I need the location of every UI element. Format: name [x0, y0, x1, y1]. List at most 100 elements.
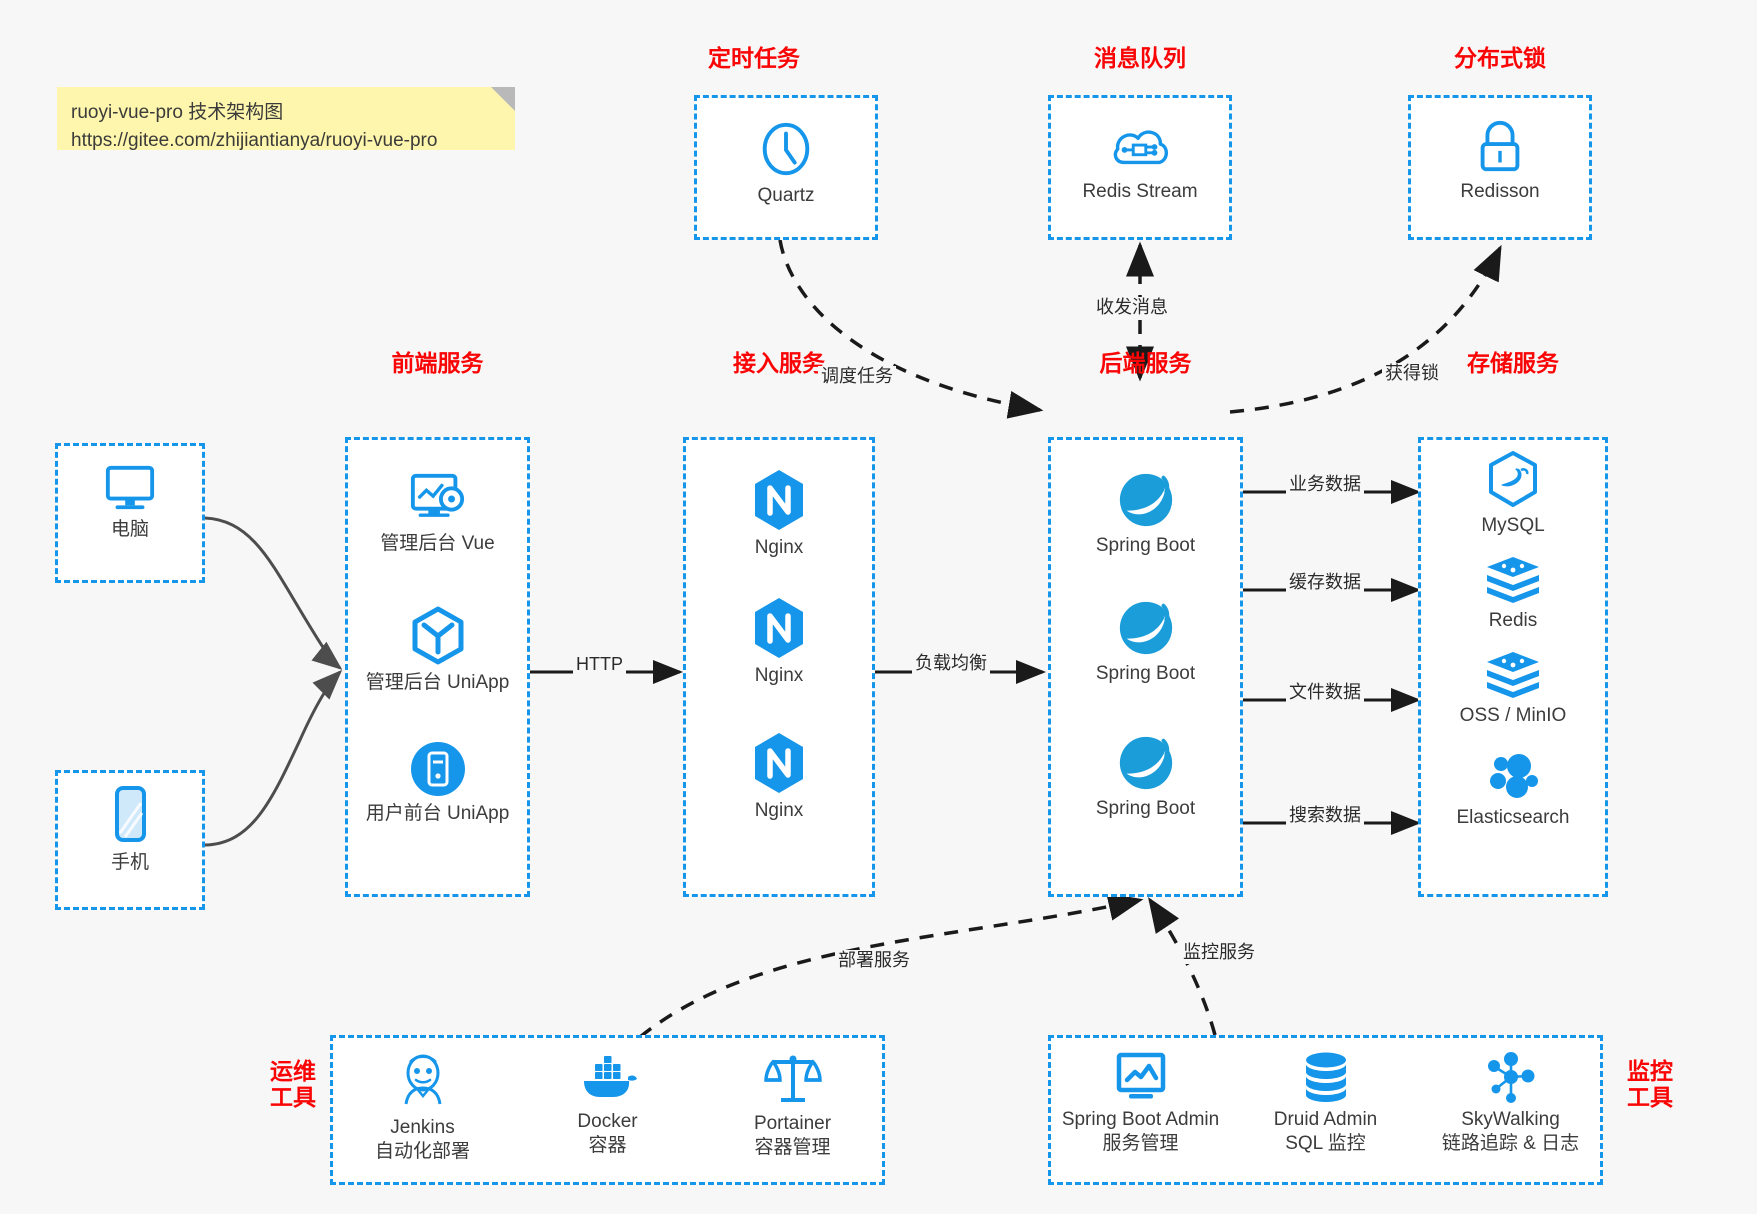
spring-boot-icon	[1119, 601, 1172, 655]
node-label-nginx-2: Nginx	[754, 665, 804, 686]
node-sublabel-spring-boot-admin: 服务管理	[1102, 1133, 1179, 1155]
node-label-oss-minio: OSS / MinIO	[1459, 705, 1567, 726]
node-user-uniapp: 用户前台 UniApp	[345, 740, 530, 826]
node-label-jenkins: Jenkins	[390, 1117, 455, 1138]
group-title-devops: 运维 工具	[258, 1058, 328, 1111]
node-mysql: MySQL	[1418, 450, 1608, 538]
node-admin-uniapp: 管理后台 UniApp	[345, 605, 530, 695]
node-sublabel-portainer: 容器管理	[754, 1137, 831, 1159]
node-label-spring-boot-1: Spring Boot	[1095, 535, 1196, 556]
node-spring-boot-admin: Spring Boot Admin 服务管理	[1048, 1050, 1233, 1157]
sticky-note: ruoyi-vue-pro 技术架构图 https://gitee.com/zh…	[57, 87, 515, 151]
group-title-lock: 分布式锁	[1454, 45, 1546, 71]
group-box-mq	[1048, 95, 1232, 240]
node-label-nginx-3: Nginx	[754, 800, 804, 821]
node-oss-minio: OSS / MinIO	[1418, 650, 1608, 728]
edge-label-business-data: 业务数据	[1286, 474, 1364, 496]
edge-label-send-receive-message: 收发消息	[1093, 297, 1171, 319]
node-sublabel-skywalking: 链路追踪 & 日志	[1441, 1133, 1580, 1155]
scales-balance-icon	[763, 1055, 822, 1102]
node-nginx-1: Nginx	[683, 468, 875, 560]
monitoring-title-line2: 工具	[1627, 1084, 1673, 1111]
node-label-nginx-1: Nginx	[754, 537, 804, 558]
node-jenkins: Jenkins 自动化部署	[330, 1050, 515, 1165]
edge-label-cache-data: 缓存数据	[1286, 572, 1364, 594]
group-title-scheduler: 定时任务	[708, 45, 800, 71]
node-spring-boot-3: Spring Boot	[1048, 731, 1243, 821]
node-label-quartz: Quartz	[757, 185, 815, 206]
node-sublabel-jenkins: 自动化部署	[374, 1141, 470, 1163]
group-title-monitoring: 监控 工具	[1615, 1058, 1685, 1111]
devops-title-line2: 工具	[270, 1084, 316, 1111]
node-label-docker: Docker	[577, 1111, 638, 1132]
smartphone-icon	[115, 786, 146, 842]
hexagon-cube-icon	[412, 606, 463, 665]
database-cylinder-icon	[1305, 1052, 1346, 1102]
redis-stack-icon	[1487, 652, 1539, 698]
clock-icon	[762, 122, 810, 176]
monitoring-title-line1: 监控	[1627, 1058, 1673, 1084]
monitor-chart-icon	[1116, 1052, 1165, 1099]
node-druid-admin: Druid Admin SQL 监控	[1233, 1050, 1418, 1157]
edge-label-http: HTTP	[573, 654, 626, 676]
node-label-redisson: Redisson	[1460, 181, 1540, 202]
node-computer: 电脑	[55, 462, 205, 542]
node-skywalking: SkyWalking 链路追踪 & 日志	[1418, 1050, 1603, 1157]
node-label-computer: 电脑	[110, 519, 149, 540]
node-redisson: Redisson	[1408, 118, 1592, 204]
note-url: https://gitee.com/zhijiantianya/ruoyi-vu…	[71, 129, 438, 151]
skywalking-node-icon	[1487, 1052, 1534, 1103]
cloud-network-icon	[1113, 130, 1169, 165]
mysql-dolphin-icon	[1489, 451, 1537, 507]
node-admin-vue: 管理后台 Vue	[345, 470, 530, 556]
edge-label-schedule-task: 调度任务	[818, 366, 896, 388]
node-nginx-2: Nginx	[683, 596, 875, 688]
node-nginx-3: Nginx	[683, 731, 875, 823]
spring-boot-icon	[1119, 736, 1172, 790]
node-redis: Redis	[1418, 555, 1608, 633]
padlock-icon	[1480, 120, 1520, 172]
node-elasticsearch: Elasticsearch	[1418, 750, 1608, 830]
spring-boot-icon	[1119, 473, 1172, 527]
edge-label-file-data: 文件数据	[1286, 682, 1364, 704]
group-title-gateway: 接入服务	[733, 350, 825, 376]
node-label-redis: Redis	[1488, 610, 1538, 631]
node-label-phone: 手机	[110, 852, 149, 873]
edge-label-monitor-service: 监控服务	[1180, 942, 1258, 964]
node-label-admin-vue: 管理后台 Vue	[380, 533, 495, 554]
node-phone: 手机	[55, 785, 205, 875]
node-label-portainer: Portainer	[753, 1113, 832, 1134]
node-label-spring-boot-2: Spring Boot	[1095, 663, 1196, 684]
note-fold-corner	[491, 87, 515, 111]
group-title-frontend: 前端服务	[391, 350, 484, 376]
node-redis-stream: Redis Stream	[1048, 118, 1232, 204]
redis-stack-icon	[1487, 557, 1539, 603]
node-label-spring-boot-admin: Spring Boot Admin	[1061, 1109, 1220, 1130]
edge-label-acquire-lock: 获得锁	[1382, 363, 1442, 385]
node-sublabel-docker: 容器	[588, 1135, 627, 1157]
group-box-scheduler	[694, 95, 878, 240]
node-sublabel-druid-admin: SQL 监控	[1285, 1133, 1366, 1155]
group-title-backend: 后端服务	[1099, 350, 1192, 376]
jenkins-butler-icon	[404, 1054, 441, 1105]
node-label-skywalking: SkyWalking	[1461, 1109, 1560, 1130]
mobile-circle-icon	[410, 742, 465, 796]
node-label-redis-stream: Redis Stream	[1082, 181, 1198, 202]
elasticsearch-icon	[1490, 754, 1538, 798]
desktop-monitor-icon	[105, 465, 155, 510]
edge-label-deploy-service: 部署服务	[835, 950, 913, 972]
dashboard-gear-icon	[410, 473, 464, 517]
node-label-elasticsearch: Elasticsearch	[1456, 807, 1570, 828]
docker-whale-icon	[583, 1056, 637, 1097]
group-title-storage: 存储服务	[1467, 350, 1559, 376]
node-docker: Docker 容器	[515, 1050, 700, 1159]
devops-title-line1: 运维	[270, 1058, 316, 1084]
node-label-user-uniapp: 用户前台 UniApp	[365, 803, 510, 824]
node-label-admin-uniapp: 管理后台 UniApp	[365, 672, 510, 693]
node-spring-boot-1: Spring Boot	[1048, 468, 1243, 558]
node-label-druid-admin: Druid Admin	[1273, 1109, 1378, 1130]
edge-label-search-data: 搜索数据	[1286, 805, 1364, 827]
nginx-icon	[755, 470, 803, 530]
node-spring-boot-2: Spring Boot	[1048, 596, 1243, 686]
nginx-icon	[755, 733, 803, 793]
